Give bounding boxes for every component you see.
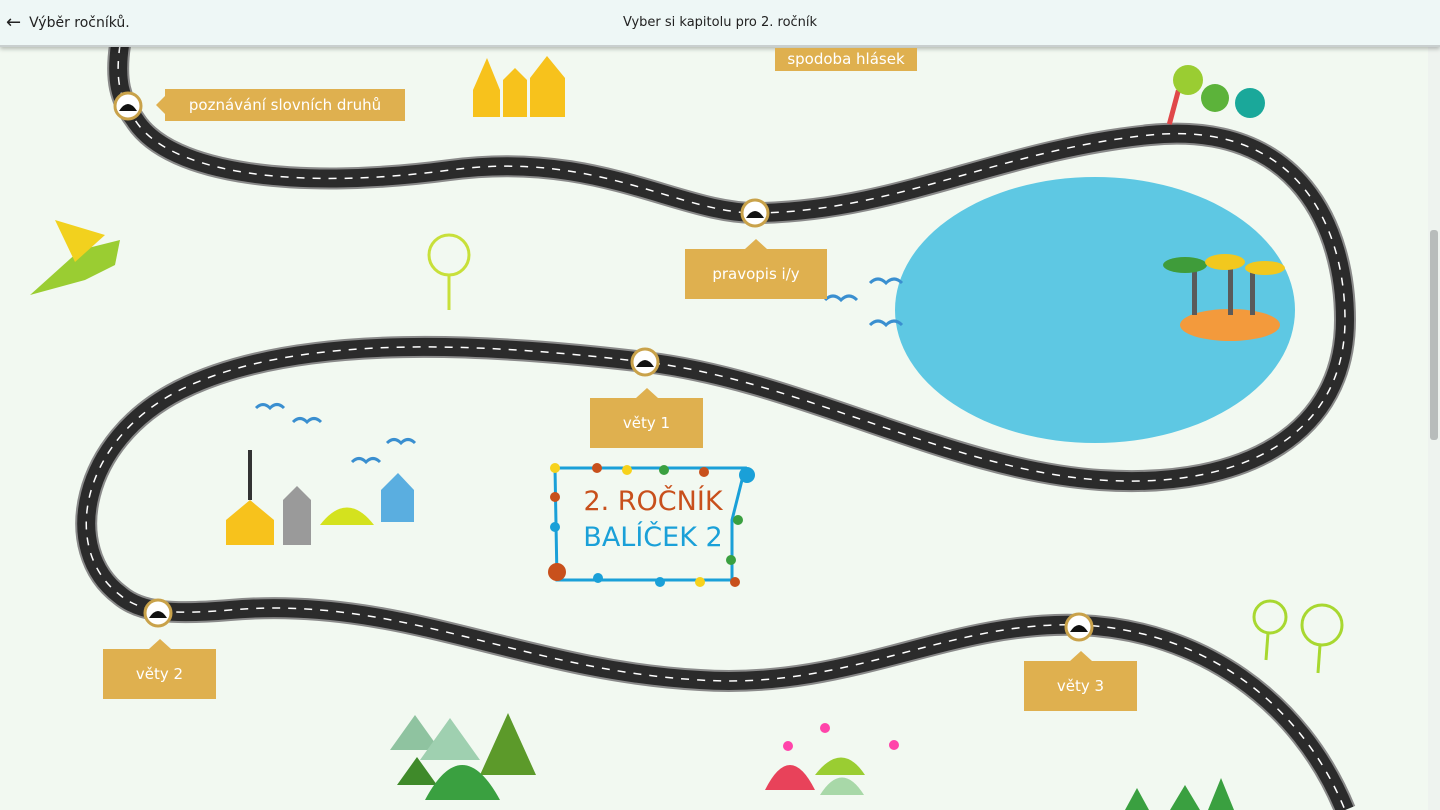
chapter-vety-3[interactable]: věty 3 [1024, 651, 1137, 711]
waypoint-marker-icon [740, 198, 770, 228]
chapter-vety-2[interactable]: věty 2 [103, 639, 216, 699]
flowers-icon [765, 723, 899, 795]
lake [895, 177, 1295, 443]
back-label: Výběr ročníků. [29, 14, 130, 31]
grade-package-badge: 2. ROČNÍK BALÍČEK 2 [548, 462, 758, 587]
tree-outline-icon [427, 233, 471, 310]
chapter-pravopis-i-y[interactable]: pravopis i/y [685, 239, 827, 299]
arrow-left-icon: ← [6, 12, 22, 33]
trees-icon [1166, 65, 1265, 125]
chapter-poznavani-slovnich-druhu[interactable]: poznávání slovních druhů [156, 89, 405, 121]
waypoint-markers [113, 91, 1094, 642]
island [1180, 309, 1280, 341]
scrollbar-thumb[interactable] [1430, 230, 1438, 440]
chapter-spodoba-hlasek[interactable]: spodoba hlásek [775, 48, 917, 71]
waypoint-marker-icon [113, 91, 143, 121]
hills-icon [390, 713, 536, 800]
chapter-vety-1[interactable]: věty 1 [590, 388, 703, 448]
waypoint-marker-icon [630, 347, 660, 377]
village-icon [226, 450, 414, 545]
bird-icon [30, 220, 120, 295]
page-title: Vyber si kapitolu pro 2. ročník [622, 15, 818, 30]
pine-trees-icon [1125, 778, 1234, 810]
top-bar: ← Výběr ročníků. Vyber si kapitolu pro 2… [0, 0, 1440, 47]
castle-icon [473, 56, 565, 117]
road [75, 43, 1357, 810]
badge-frame [548, 463, 755, 587]
vertical-scrollbar[interactable] [1428, 45, 1440, 810]
badge-grade: 2. ROČNÍK [583, 486, 723, 517]
tree-outline-icon [1252, 599, 1344, 674]
waypoint-marker-icon [1064, 612, 1094, 642]
seagulls-icon [254, 277, 904, 465]
back-button[interactable]: ← Výběr ročníků. [6, 12, 130, 33]
palm-trees-icon [1163, 254, 1285, 315]
waypoint-marker-icon [143, 598, 173, 628]
badge-package: BALÍČEK 2 [583, 522, 723, 553]
